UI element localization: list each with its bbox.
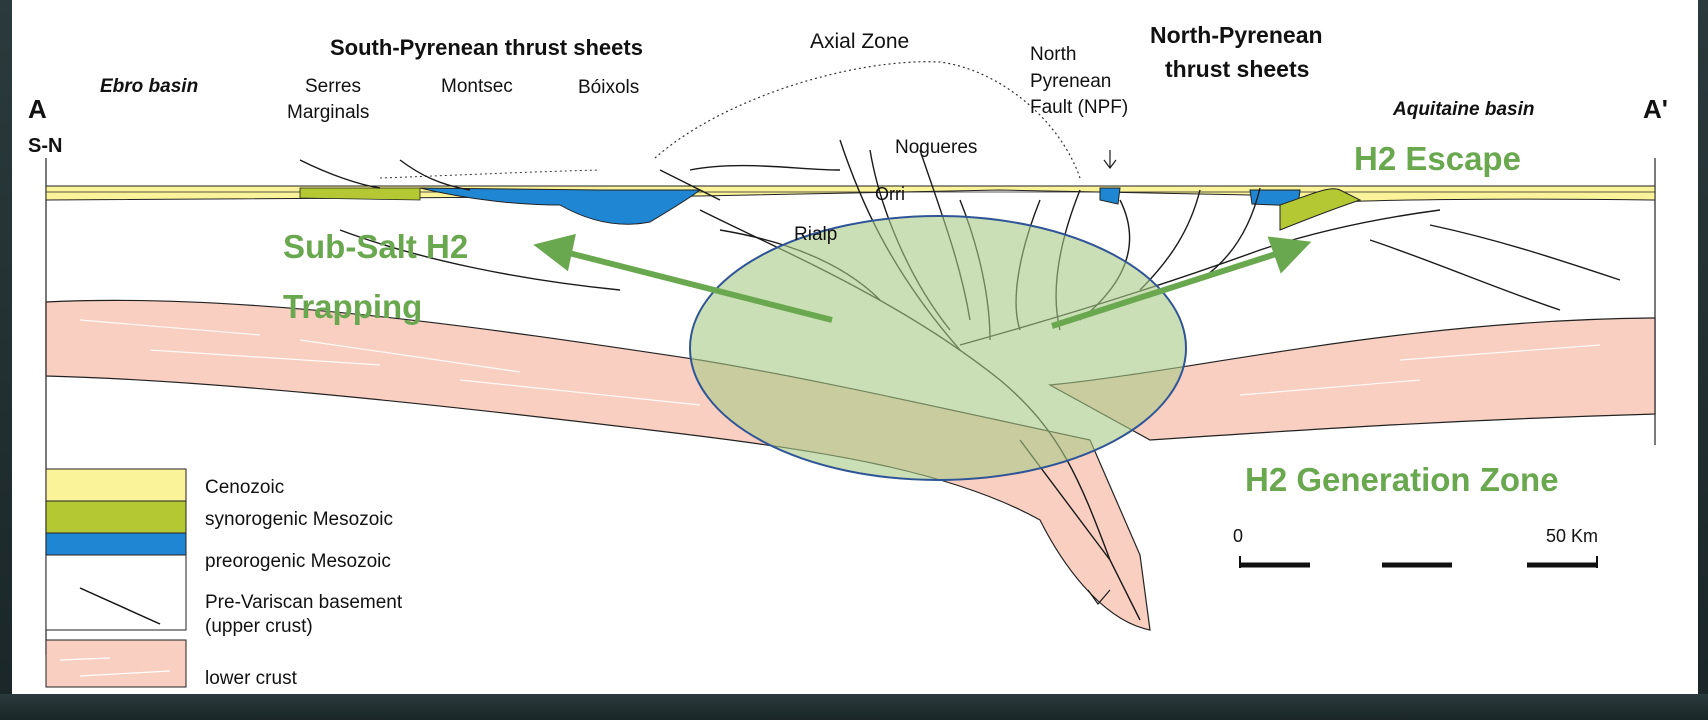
legend: Cenozoic synorogenic Mesozoic preorogeni…: [46, 469, 403, 689]
arrow-head-subsalt: [540, 238, 572, 266]
annotation-generation-zone: H2 Generation Zone: [1245, 461, 1559, 498]
legend-swatch-cenozoic: [46, 469, 186, 501]
cenozoic-layer: [46, 186, 1655, 202]
legend-swatch-synorogenic: [46, 501, 186, 533]
annotation-h2-escape: H2 Escape: [1354, 140, 1521, 177]
label-sn: S-N: [28, 135, 62, 157]
label-npf: Fault (NPF): [1030, 97, 1128, 118]
h2-generation-ellipse: [690, 216, 1186, 480]
annotation-subsalt-1: Sub-Salt H2: [283, 228, 468, 265]
label-a-right: A': [1643, 94, 1668, 124]
label-nogueres: Nogueres: [895, 137, 977, 158]
label-aquitaine: Aquitaine basin: [1392, 99, 1534, 120]
legend-swatch-basement: [46, 555, 186, 630]
label-north-thrust-1: North-Pyrenean: [1150, 22, 1323, 48]
label-boixols: Bóixols: [578, 77, 639, 98]
synorogenic-south: [300, 188, 420, 200]
annotation-subsalt-2: Trapping: [283, 288, 422, 325]
scale-bar: 0 50 Km: [1233, 526, 1598, 568]
label-axial-zone: Axial Zone: [810, 30, 909, 53]
legend-label-lower-crust: lower crust: [205, 668, 298, 689]
arrow-head-escape: [1272, 240, 1305, 268]
label-rialp: Rialp: [794, 224, 837, 245]
label-north-2: Pyrenean: [1030, 71, 1111, 92]
scale-end-label: 50 Km: [1546, 526, 1598, 546]
label-serres-2: Marginals: [287, 102, 369, 123]
south-envelope: [380, 170, 600, 178]
label-north-thrust-2: thrust sheets: [1165, 56, 1309, 82]
preorogenic-body-south: [420, 188, 700, 224]
legend-label-preorogenic: preorogenic Mesozoic: [205, 551, 391, 572]
legend-swatch-lower-crust: [46, 640, 186, 687]
label-serres-1: Serres: [305, 76, 361, 97]
label-montsec: Montsec: [441, 76, 513, 97]
axial-zone-envelope: [655, 62, 1080, 178]
label-a-left: A: [28, 94, 47, 124]
legend-label-synorogenic: synorogenic Mesozoic: [205, 509, 393, 530]
legend-label-basement: Pre-Variscan basement: [205, 592, 403, 613]
label-orri: Orri: [875, 184, 905, 204]
label-ebro: Ebro basin: [100, 76, 198, 97]
label-north-1: North: [1030, 44, 1076, 65]
label-south-thrust: South-Pyrenean thrust sheets: [330, 35, 643, 60]
legend-label-basement-2: (upper crust): [205, 616, 313, 637]
scale-start-label: 0: [1233, 526, 1243, 546]
preorogenic-npf: [1100, 188, 1120, 204]
legend-label-cenozoic: Cenozoic: [205, 477, 284, 498]
